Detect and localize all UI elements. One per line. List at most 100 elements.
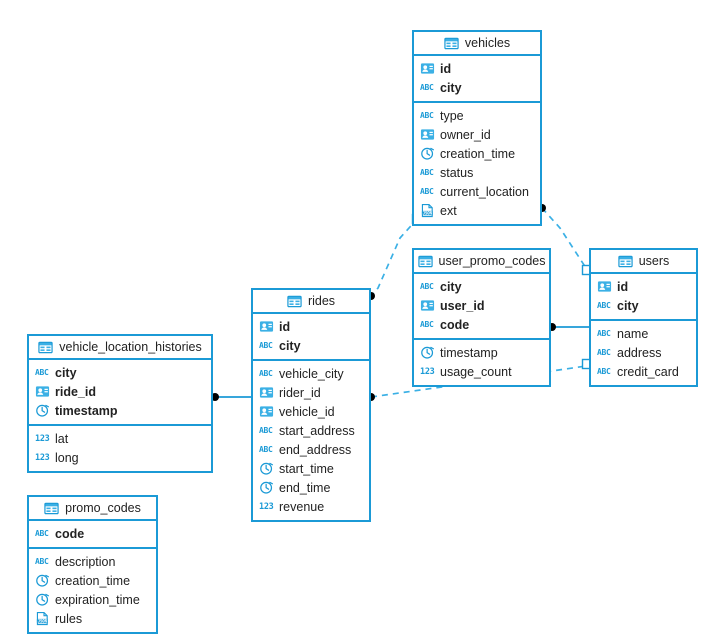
entity-title-rides[interactable]: rides (253, 290, 369, 314)
primary-key-row[interactable]: user_id (414, 296, 549, 315)
clock-icon (259, 480, 274, 495)
abc-icon: ABC (420, 110, 434, 120)
primary-key-label: ride_id (55, 384, 96, 399)
column-label: status (440, 165, 474, 180)
entity-title-user_promo_codes[interactable]: user_promo_codes (414, 250, 549, 274)
primary-key-row[interactable]: id (591, 277, 696, 296)
column-label: long (55, 450, 79, 465)
abc-icon: ABC (259, 340, 273, 350)
primary-key-row[interactable]: id (253, 317, 369, 336)
entity-title-promo_codes[interactable]: promo_codes (29, 497, 156, 521)
column-label: rules (55, 611, 83, 626)
abc-icon: ABC (420, 319, 434, 329)
primary-key-label: id (440, 61, 452, 76)
column-row[interactable]: ABC name (591, 324, 696, 343)
table-icon (444, 36, 459, 51)
abc-icon: ABC (597, 328, 611, 338)
column-label: owner_id (440, 127, 491, 142)
entity-title-label: vehicle_location_histories (59, 340, 202, 354)
column-row[interactable]: 123 usage_count (414, 362, 549, 381)
column-row[interactable]: rider_id (253, 383, 369, 402)
column-row[interactable]: ABC status (414, 163, 540, 182)
identity-icon (420, 127, 435, 142)
svg-text:JSON: JSON (423, 210, 433, 215)
clock-icon (35, 592, 50, 607)
primary-key-row[interactable]: ABC city (29, 363, 211, 382)
primary-key-row[interactable]: ride_id (29, 382, 211, 401)
abc-icon: ABC (420, 281, 434, 291)
abc-icon: ABC (35, 556, 49, 566)
entity-title-vehicles[interactable]: vehicles (414, 32, 540, 56)
identity-icon (259, 385, 274, 400)
column-label: usage_count (440, 364, 512, 379)
primary-key-row[interactable]: id (414, 59, 540, 78)
identity-icon (597, 279, 612, 294)
column-label: revenue (279, 499, 325, 514)
column-row[interactable]: creation_time (29, 571, 156, 590)
column-label: vehicle_id (279, 404, 335, 419)
column-row[interactable]: start_time (253, 459, 369, 478)
json-icon: JSON (35, 611, 50, 626)
column-row[interactable]: JSON rules (29, 609, 156, 628)
primary-key-row[interactable]: timestamp (29, 401, 211, 420)
entity-title-label: promo_codes (65, 501, 141, 515)
clock-icon (420, 146, 435, 161)
column-label: name (617, 326, 649, 341)
column-row[interactable]: expiration_time (29, 590, 156, 609)
primary-key-label: code (440, 317, 470, 332)
column-label: creation_time (55, 573, 131, 588)
abc-icon: ABC (420, 167, 434, 177)
primary-key-label: id (617, 279, 629, 294)
entity-title-users[interactable]: users (591, 250, 696, 274)
column-row[interactable]: end_time (253, 478, 369, 497)
primary-key-label: city (55, 365, 77, 380)
column-label: start_address (279, 423, 355, 438)
json-icon: JSON (420, 203, 435, 218)
primary-key-row[interactable]: ABC code (414, 315, 549, 334)
clock-icon (35, 573, 50, 588)
column-row[interactable]: owner_id (414, 125, 540, 144)
column-row[interactable]: creation_time (414, 144, 540, 163)
abc-icon: ABC (35, 367, 49, 377)
table-icon (38, 340, 53, 355)
column-row[interactable]: vehicle_id (253, 402, 369, 421)
entity-title-vehicle_location_histories[interactable]: vehicle_location_histories (29, 336, 211, 360)
column-row[interactable]: timestamp (414, 343, 549, 362)
clock-icon (420, 345, 435, 360)
num-icon: 123 (420, 366, 435, 377)
column-label: end_time (279, 480, 331, 495)
table-icon (287, 294, 302, 309)
primary-key-label: code (55, 526, 85, 541)
